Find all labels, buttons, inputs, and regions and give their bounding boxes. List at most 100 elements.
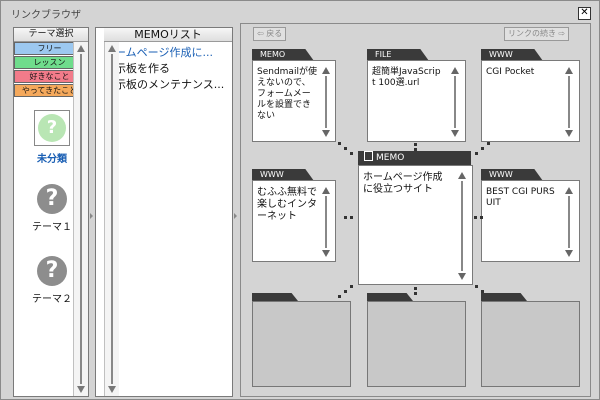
center-memo-tab: MEMO xyxy=(358,151,471,165)
scroll-track xyxy=(325,76,327,128)
empty-slot-tab xyxy=(481,293,527,301)
scroll-down-icon[interactable] xyxy=(451,130,459,137)
theme-tab-done[interactable]: やってきたこと xyxy=(14,84,85,97)
theme-label-2: テーマ２ xyxy=(32,294,72,305)
card-text: BEST CGI PURSUIT xyxy=(486,187,555,208)
memo-list-item[interactable]: 掲示板を作る xyxy=(104,62,170,75)
scroll-up-icon[interactable] xyxy=(322,67,330,74)
card-scrollbar[interactable] xyxy=(448,67,462,137)
empty-slot[interactable] xyxy=(367,301,466,387)
www-card[interactable]: BEST CGI PURSUIT xyxy=(481,180,580,262)
card-scrollbar[interactable] xyxy=(562,67,576,137)
scroll-up-icon[interactable] xyxy=(77,45,85,52)
connector-dot xyxy=(338,295,341,298)
connector-dot xyxy=(350,216,353,219)
card-text: むふふ無料で楽しむインターネット xyxy=(257,187,317,222)
connector-dot xyxy=(344,147,347,150)
scroll-up-icon[interactable] xyxy=(565,67,573,74)
card-tag-www: WWW xyxy=(481,169,543,181)
scroll-up-icon[interactable] xyxy=(322,187,330,194)
memo-document-icon xyxy=(364,151,373,161)
empty-slot-tab xyxy=(252,293,298,301)
scroll-down-icon[interactable] xyxy=(77,386,85,393)
connector-dot xyxy=(414,143,417,146)
card-scrollbar[interactable] xyxy=(319,187,333,257)
connector-dot xyxy=(474,216,477,219)
connector-dot xyxy=(344,216,347,219)
theme-panel: テーマ選択 フリー レッスン 好きなこと やってきたこと ? 未分類 ? テーマ… xyxy=(13,27,89,397)
close-button[interactable]: ✕ xyxy=(578,7,591,20)
empty-slot-tab xyxy=(367,293,413,301)
connector-dot xyxy=(344,290,347,293)
connector-dot xyxy=(414,148,417,151)
memo-list-header: MEMOリスト xyxy=(104,28,232,42)
connector-dot xyxy=(414,287,417,290)
memo-list-panel: MEMOリスト ホームページ作成に... 掲示板を作る 掲示板のメンテナンス..… xyxy=(95,27,233,397)
scroll-up-icon[interactable] xyxy=(451,67,459,74)
scroll-down-icon[interactable] xyxy=(322,130,330,137)
card-text: CGI Pocket xyxy=(486,67,535,77)
www-card[interactable]: CGI Pocket xyxy=(481,60,580,142)
connector-dot xyxy=(414,292,417,295)
card-text: ホームページ作成に役立つサイト xyxy=(363,172,443,195)
scroll-track xyxy=(461,181,463,271)
card-tag-memo: MEMO xyxy=(376,153,405,163)
connector-dot xyxy=(480,216,483,219)
theme-label-uncategorized: 未分類 xyxy=(37,154,67,165)
memo-list-item[interactable]: ホームページ作成に... xyxy=(104,46,213,59)
theme-item-2[interactable]: ? テーマ２ xyxy=(22,256,82,305)
title-bar: リンクブラウザ ✕ xyxy=(1,1,599,23)
scroll-track xyxy=(568,196,570,248)
question-icon: ? xyxy=(38,114,66,142)
card-tag-memo: MEMO xyxy=(252,49,314,61)
theme-item-uncategorized[interactable]: ? 未分類 xyxy=(22,110,82,165)
connector-dot xyxy=(350,152,353,155)
empty-slot[interactable] xyxy=(481,301,580,387)
center-memo-card[interactable]: ホームページ作成に役立つサイト xyxy=(358,165,473,285)
memo-list-item[interactable]: 掲示板のメンテナンス... xyxy=(104,78,225,91)
card-text: 超簡単JavaScript 100選.url xyxy=(372,67,441,88)
connector-dot xyxy=(487,142,490,145)
card-tag-www: WWW xyxy=(252,169,314,181)
card-tag-file: FILE xyxy=(367,49,429,61)
memo-list-scrollbar[interactable] xyxy=(104,42,119,396)
question-icon: ? xyxy=(37,256,67,286)
scroll-down-icon[interactable] xyxy=(108,386,116,393)
scroll-track xyxy=(80,54,82,384)
memo-card[interactable]: Sendmailが使えないので、フォームメールを設置できない xyxy=(252,60,336,142)
file-card[interactable]: 超簡単JavaScript 100選.url xyxy=(367,60,466,142)
www-card[interactable]: むふふ無料で楽しむインターネット xyxy=(252,180,336,262)
theme-panel-header: テーマ選択 xyxy=(14,28,88,42)
card-tag-www: WWW xyxy=(481,49,543,61)
scroll-track xyxy=(111,54,113,384)
scroll-up-icon[interactable] xyxy=(108,45,116,52)
card-scrollbar[interactable] xyxy=(319,67,333,137)
splitter-arrow-icon[interactable] xyxy=(234,213,237,219)
scroll-down-icon[interactable] xyxy=(458,273,466,280)
connector-dot xyxy=(481,290,484,293)
question-icon: ? xyxy=(37,184,67,214)
theme-label-1: テーマ１ xyxy=(32,222,72,233)
empty-slot[interactable] xyxy=(252,301,351,387)
scroll-up-icon[interactable] xyxy=(458,172,466,179)
splitter-arrow-icon[interactable] xyxy=(90,213,93,219)
scroll-track xyxy=(325,196,327,248)
connector-dot xyxy=(350,285,353,288)
scroll-down-icon[interactable] xyxy=(322,250,330,257)
theme-scrollbar[interactable] xyxy=(73,42,88,396)
scroll-down-icon[interactable] xyxy=(565,250,573,257)
scroll-down-icon[interactable] xyxy=(565,130,573,137)
connector-dot xyxy=(475,152,478,155)
next-links-button[interactable]: リンクの続き ⇨ xyxy=(504,27,570,41)
connector-dot xyxy=(338,142,341,145)
card-text: Sendmailが使えないので、フォームメールを設置できない xyxy=(257,67,317,121)
scroll-track xyxy=(568,76,570,128)
scroll-track xyxy=(454,76,456,128)
scroll-up-icon[interactable] xyxy=(565,187,573,194)
card-scrollbar[interactable] xyxy=(455,172,469,280)
back-button[interactable]: ⇦ 戻る xyxy=(253,27,287,41)
theme-item-1[interactable]: ? テーマ１ xyxy=(22,184,82,233)
connector-dot xyxy=(475,285,478,288)
card-scrollbar[interactable] xyxy=(562,187,576,257)
